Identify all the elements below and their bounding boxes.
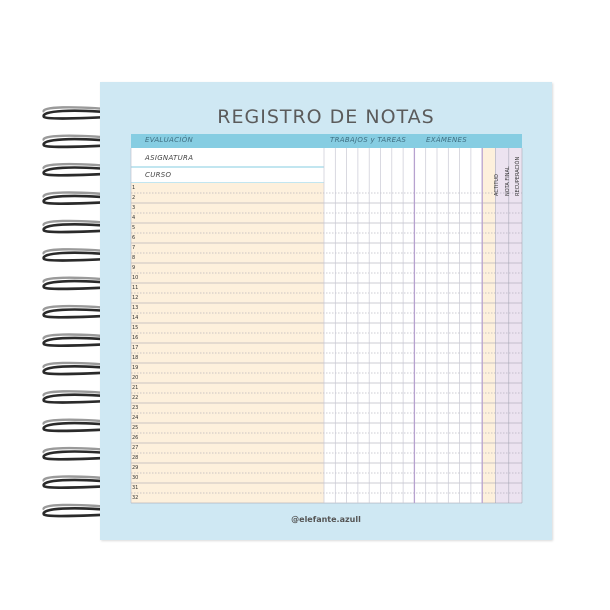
row-number: 15 — [132, 325, 139, 331]
curso-label: CURSO — [145, 171, 172, 179]
row-number: 6 — [132, 235, 136, 241]
row-number: 26 — [132, 435, 139, 441]
header-bar — [131, 134, 522, 148]
row-number: 24 — [132, 415, 139, 421]
nota-final-label: NOTA FINAL — [505, 166, 511, 196]
spiral-ring — [42, 450, 129, 461]
spiral-ring — [42, 478, 129, 490]
asignatura-label: ASIGNATURA — [145, 154, 194, 162]
trabajos-label: TRABAJOS y TAREAS — [330, 136, 407, 144]
watermark-handle: @elefante.azull — [291, 515, 361, 524]
row-number: 8 — [132, 255, 136, 261]
row-number: 1 — [132, 185, 136, 191]
spiral-ring — [42, 336, 129, 348]
page-title: REGISTRO DE NOTAS — [217, 106, 435, 128]
recuperacion-label: RECUPERACIÓN — [515, 156, 521, 196]
spiral-ring — [42, 308, 129, 319]
row-number: 18 — [132, 355, 139, 361]
row-number: 20 — [132, 375, 139, 381]
row-number: 30 — [132, 475, 139, 481]
nota-final-column — [495, 148, 509, 503]
row-number: 5 — [132, 225, 136, 231]
spiral-ring — [42, 393, 129, 404]
actitud-column — [482, 148, 496, 503]
row-number: 14 — [132, 315, 139, 321]
spiral-ring — [42, 223, 129, 234]
spiral-ring — [42, 137, 129, 149]
evaluacion-label: EVALUACIÓN — [145, 136, 194, 144]
row-number: 2 — [132, 195, 136, 201]
row-number: 21 — [132, 385, 139, 391]
row-number: 9 — [132, 265, 136, 271]
row-number: 27 — [132, 445, 139, 451]
row-number: 3 — [132, 205, 136, 211]
subject-box — [131, 148, 324, 183]
row-number: 31 — [132, 485, 139, 491]
row-number: 29 — [132, 465, 139, 471]
row-number: 19 — [132, 365, 139, 371]
spiral-ring — [42, 507, 129, 518]
row-number: 11 — [132, 285, 139, 291]
recuperacion-column — [508, 148, 522, 503]
examenes-label: EXÁMENES — [426, 136, 467, 144]
row-number: 17 — [132, 345, 139, 351]
spiral-ring — [42, 109, 129, 120]
row-number: 28 — [132, 455, 139, 461]
actitud-label: ACTITUD — [494, 174, 500, 196]
spiral-ring — [42, 194, 129, 206]
row-number: 12 — [132, 295, 139, 301]
spiral-ring — [42, 279, 129, 291]
row-number: 25 — [132, 425, 139, 431]
row-number: 4 — [132, 215, 136, 221]
spiral-ring — [42, 421, 129, 433]
row-number: 23 — [132, 405, 139, 411]
row-number: 13 — [132, 305, 139, 311]
row-number: 22 — [132, 395, 139, 401]
spiral-ring — [42, 251, 129, 262]
row-number: 32 — [132, 495, 139, 501]
row-number: 16 — [132, 335, 139, 341]
spiral-ring — [42, 365, 129, 376]
row-number: 10 — [132, 275, 139, 281]
row-number: 7 — [132, 245, 136, 251]
spiral-ring — [42, 166, 129, 177]
